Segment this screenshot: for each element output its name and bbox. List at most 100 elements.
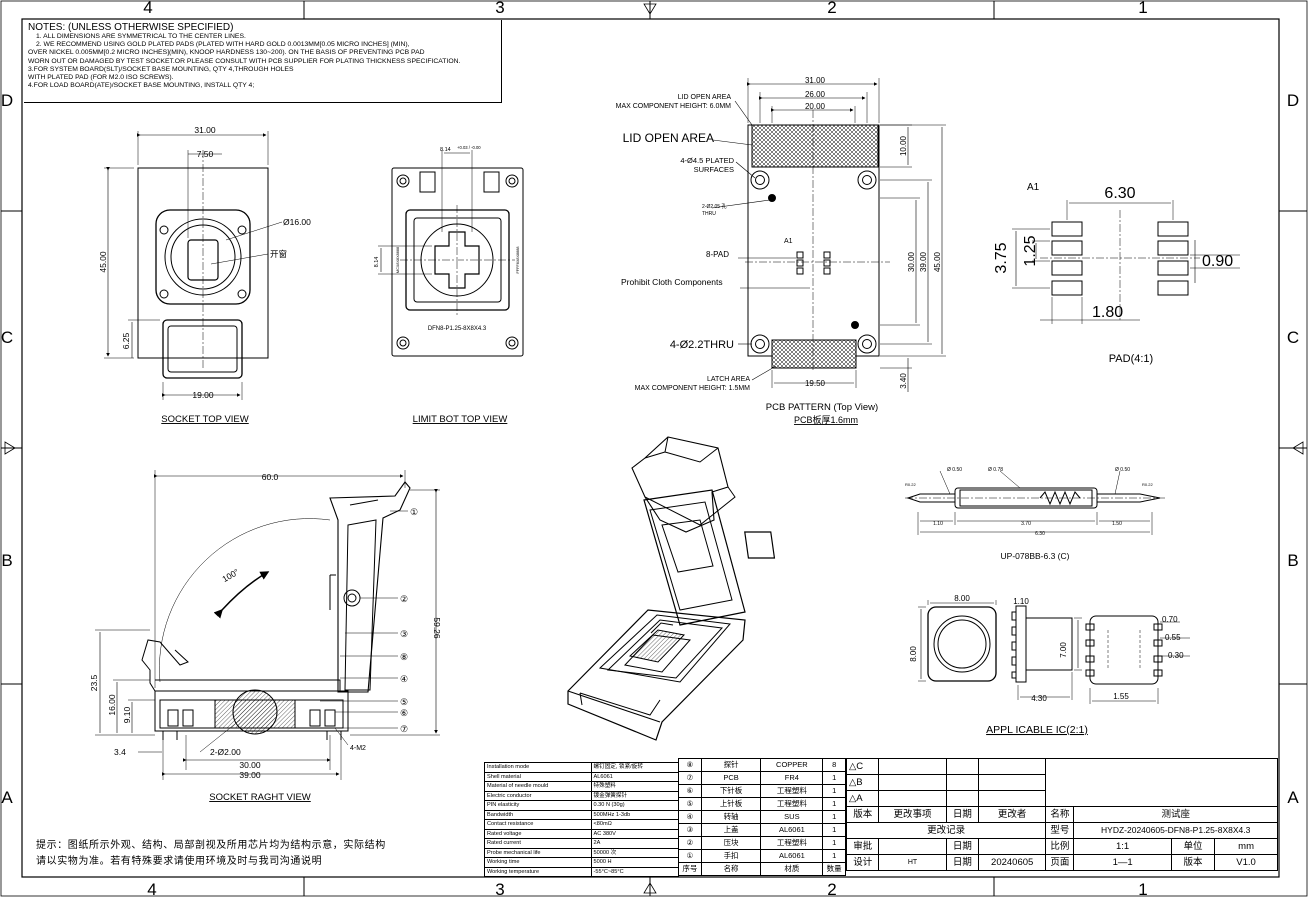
callout-3: ③ — [400, 629, 408, 639]
bom-qty: 1 — [822, 784, 846, 798]
pad-labels: A1 6.30 3.75 1.25 0.90 1.80 PAD(4:1) — [993, 182, 1233, 365]
unit-label: 单位 — [1170, 838, 1216, 855]
ic-d070: 0.70 — [1162, 615, 1178, 624]
dim-100-angle: 100° — [220, 567, 240, 584]
model-value: HYDZ-20240605-DFN8-P1.25-8X8X4.3 — [1073, 822, 1278, 839]
notes-line-1: 1. ALL DIMENSIONS ARE SYMMETRICAL TO THE… — [36, 33, 246, 40]
dim-26: 26.00 — [805, 90, 826, 99]
spec-value: 50000 次 — [590, 847, 680, 858]
bom-no: ⑦ — [678, 771, 702, 785]
thru-big: 4-Ø2.2THRU — [670, 339, 734, 351]
bom-material: FR4 — [760, 771, 824, 785]
callout-1: ① — [410, 507, 418, 517]
pcb-a1: A1 — [784, 238, 793, 245]
bom-material: 工程塑料 — [760, 797, 824, 811]
bom-qty: 1 — [822, 797, 846, 811]
limit-bot-part-label: DFN8-P1.25-8X8X4.3 — [428, 326, 487, 332]
dim-offset: 7.50 — [197, 149, 214, 159]
dim-hole: Ø16.00 — [283, 217, 311, 227]
dim-2hole: 2-Ø2.00 — [210, 747, 241, 757]
bom-material: COPPER — [760, 758, 824, 772]
dim-91: 9.10 — [122, 706, 132, 723]
socket-top-view — [104, 131, 283, 400]
table-row: Working temperature-55°C~85°C — [484, 866, 680, 877]
header-version: 版本 — [845, 806, 880, 823]
chinese-note-line-1: 提示：图纸所示外观、结构、局部剖视及所用芯片均为结构示意，实际结构 — [36, 840, 386, 851]
record-label: 更改记录 — [845, 822, 1047, 839]
bom-material: AL6061 — [760, 823, 824, 837]
header-date: 日期 — [945, 806, 980, 823]
notes-line-6: WITH PLATED PAD (FOR M2.0 ISO SCREWS). — [28, 74, 174, 82]
spec-value: 2A — [590, 838, 680, 849]
bom-no: ② — [678, 836, 702, 850]
pin-tip-r: R0.22 — [1142, 482, 1153, 487]
spec-key: Bandwidth — [484, 809, 592, 820]
spec-key: Probe mechanical life — [484, 847, 592, 858]
bom-no: ③ — [678, 823, 702, 837]
dim-090: 0.90 — [1202, 253, 1233, 270]
spec-value: AL6061 — [590, 771, 680, 782]
row-label-left-d: D — [1, 91, 13, 110]
row-label-right-d: D — [1287, 91, 1299, 110]
title-block-blank — [1045, 758, 1278, 807]
lid-max: MAX COMPONENT HEIGHT: 6.0MM — [616, 103, 732, 110]
rev-mark-a: △A — [845, 790, 880, 807]
spec-key: Rated current — [484, 838, 592, 849]
spec-key: Working time — [484, 857, 592, 868]
dim-375: 3.75 — [993, 242, 1010, 273]
scale-value: 1:1 — [1073, 838, 1172, 855]
ic-d430: 4.30 — [1031, 694, 1047, 703]
pin-l630: 6.30 — [1035, 531, 1045, 537]
dim-60: 60.0 — [262, 472, 279, 482]
socket-right-view — [95, 470, 440, 780]
dim-width: 31.00 — [194, 125, 216, 135]
col-label-bottom-2: 2 — [827, 880, 836, 898]
bom-qty: 1 — [822, 849, 846, 863]
view-title-pad: PAD(4:1) — [1109, 353, 1153, 365]
pin-labels: Ø 0.50 Ø 0.78 Ø 0.50 R0.22 R0.22 1.10 3.… — [905, 467, 1153, 561]
pin-tip-l: R0.22 — [905, 482, 916, 487]
rev-mark-b: △B — [845, 774, 880, 791]
notes-line-7: 4.FOR LOAD BOARD(ATE)/SOCKET BASE MOUNTI… — [28, 82, 255, 90]
socket-right-labels: 60.0 59.26 100° 23.5 16.00 9.10 3.4 2-Ø2… — [89, 472, 442, 803]
pin-d078: Ø 0.78 — [988, 467, 1003, 473]
spec-value: AC 380V — [590, 828, 680, 839]
col-label-bottom-3: 3 — [495, 880, 504, 898]
dim-latch: 6.25 — [121, 332, 131, 349]
spec-key: Material of needle mould — [484, 781, 592, 792]
bom-no: ① — [678, 849, 702, 863]
chinese-note-line-2: 请以实物为准。若有特殊要求请使用环境及时与我司沟通说明 — [36, 856, 323, 867]
dim-m2: 4-M2 — [350, 745, 366, 752]
spec-key: Contact resistance — [484, 819, 592, 830]
table-row: 版本更改事项日期更改者名称测试座 — [845, 806, 1278, 823]
version-label: 版本 — [1170, 854, 1216, 871]
chinese-note: 提示：图纸所示外观、结构、局部剖视及所用芯片均为结构示意，实际结构 请以实物为准… — [36, 838, 386, 870]
dim-side: 8.14 — [374, 257, 380, 268]
header-item: 更改事项 — [878, 806, 947, 823]
bom-qty: 8 — [822, 758, 846, 772]
view-title-pcb: PCB PATTERN (Top View) — [766, 402, 878, 413]
pad8: 8-PAD — [706, 250, 729, 259]
ic-labels: 8.00 8.00 1.10 7.00 4.30 0.70 0.55 0.30 … — [909, 594, 1184, 736]
limit-bot-view — [378, 150, 524, 357]
spec-key: PIN elasticity — [484, 800, 592, 811]
row-label-right-a: A — [1287, 788, 1299, 807]
dim-125: 1.25 — [1022, 235, 1039, 266]
dim-34: 3.4 — [114, 747, 126, 757]
bom-qty: 1 — [822, 810, 846, 824]
view-title-socket-top: SOCKET TOP VIEW — [161, 414, 248, 425]
pcb-pattern-view — [711, 78, 946, 392]
bom-header-qty: 数量 — [822, 862, 846, 876]
dim-630: 6.30 — [1104, 185, 1135, 202]
spec-key: Electric conductor — [484, 790, 592, 801]
callout-4: ④ — [400, 674, 408, 684]
